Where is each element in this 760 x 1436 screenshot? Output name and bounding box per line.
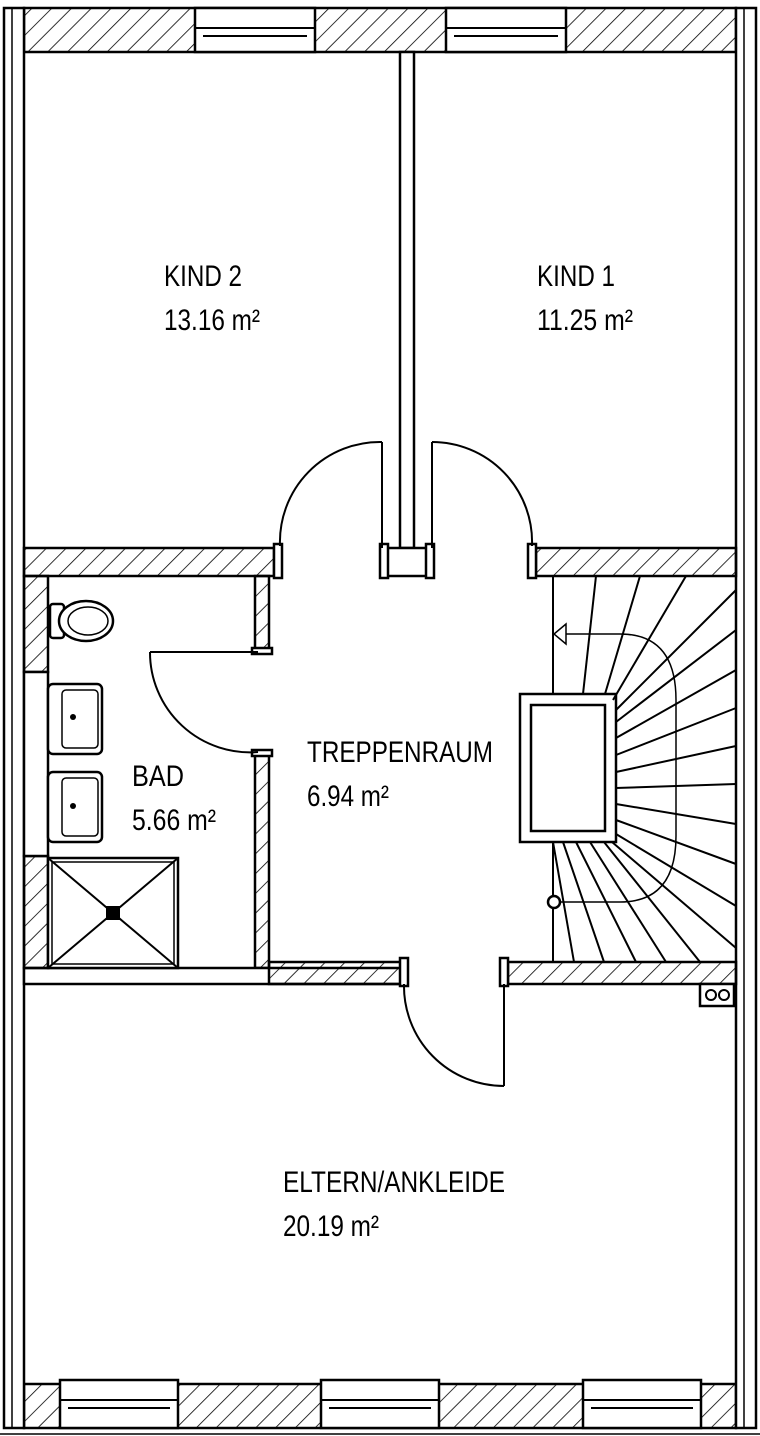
- wall-left: [2, 6, 26, 1430]
- room-name-kind1: KIND 1: [537, 260, 615, 293]
- wall-kind-divider: [398, 50, 416, 550]
- wall-kind1-bottom: [534, 546, 738, 578]
- room-area-eltern: 20.19 m²: [283, 1210, 379, 1243]
- wall-bad-right-lower: [253, 750, 271, 970]
- room-area-kind1: 11.25 m²: [537, 304, 633, 337]
- wall-bad-right-upper: [253, 574, 271, 652]
- toilet-icon: [48, 599, 115, 643]
- room-name-eltern: ELTERN/ANKLEIDE: [283, 1166, 505, 1199]
- bathroom-fixtures: [46, 599, 180, 970]
- room-name-treppenraum: TREPPENRAUM: [307, 736, 493, 769]
- wall-top: [22, 6, 738, 54]
- windows-bottom: [58, 1378, 703, 1430]
- room-area-bad: 5.66 m²: [132, 804, 216, 837]
- window-kind2: [193, 6, 317, 54]
- window-kind1: [444, 6, 568, 54]
- window-bottom-3: [581, 1378, 703, 1430]
- room-name-kind2: KIND 2: [164, 260, 242, 293]
- wall-kind2-bottom: [22, 546, 276, 578]
- windows-top: [193, 6, 568, 54]
- sink-icon: [46, 682, 104, 756]
- room-area-kind2: 13.16 m²: [164, 304, 260, 337]
- wall-middle-right: [506, 960, 738, 986]
- sink-icon: [46, 770, 104, 844]
- staircase: [518, 575, 737, 963]
- flue-icon: [698, 982, 736, 1008]
- window-bottom-2: [319, 1378, 441, 1430]
- room-labels: KIND 2 13.16 m² KIND 1 11.25 m² TREPPENR…: [132, 260, 633, 1243]
- window-bottom-1: [58, 1378, 180, 1430]
- interior-walls: [22, 50, 738, 988]
- doors: [148, 440, 534, 1087]
- room-area-treppenraum: 6.94 m²: [307, 780, 389, 813]
- room-name-bad: BAD: [132, 760, 184, 793]
- shower-icon: [46, 856, 180, 970]
- wall-right: [734, 6, 758, 1430]
